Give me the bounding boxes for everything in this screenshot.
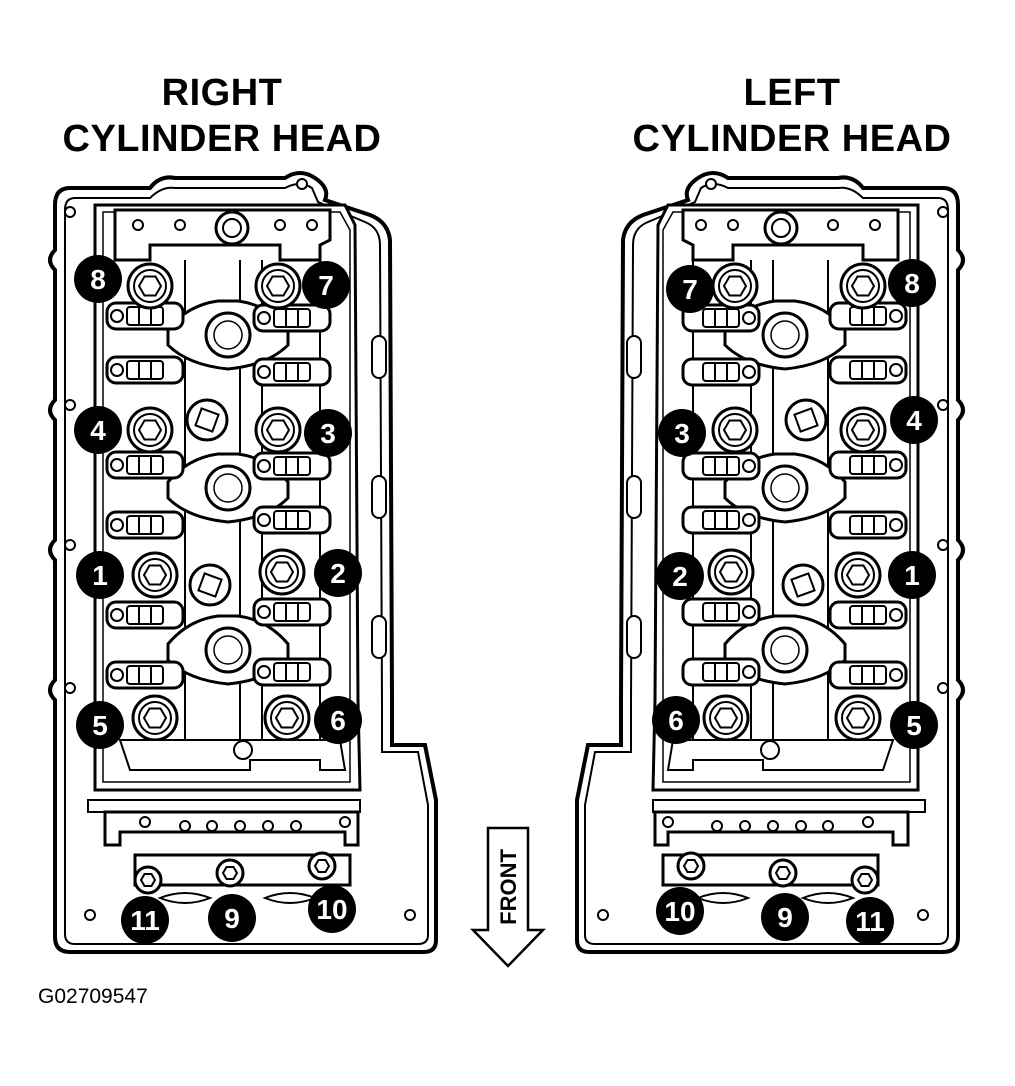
arrow-down-icon <box>470 826 546 968</box>
left-head-title-line1: LEFT <box>743 72 841 114</box>
left-head-title: LEFT CYLINDER HEAD <box>592 70 992 162</box>
bolt-number-badge: 7 <box>666 265 714 313</box>
bolt-number-badge: 10 <box>308 885 356 933</box>
bolt-number-badge: 8 <box>888 259 936 307</box>
svg-text:8: 8 <box>90 264 106 295</box>
right-head-title-line1: RIGHT <box>161 72 283 114</box>
bolt-number-badge: 3 <box>304 409 352 457</box>
bolt-number-badge: 1 <box>76 551 124 599</box>
bolt-number-badge: 5 <box>76 701 124 749</box>
bolt-number-badge: 2 <box>656 552 704 600</box>
svg-text:2: 2 <box>330 558 346 589</box>
svg-text:9: 9 <box>224 903 240 934</box>
svg-text:7: 7 <box>682 274 698 305</box>
svg-text:10: 10 <box>664 896 695 927</box>
svg-text:6: 6 <box>668 705 684 736</box>
svg-text:2: 2 <box>672 561 688 592</box>
bolt-number-badge: 11 <box>846 897 894 945</box>
bolt-number-badge: 6 <box>314 696 362 744</box>
bolt-number-badge: 3 <box>658 409 706 457</box>
svg-text:4: 4 <box>90 415 106 446</box>
bolt-number-badge: 1 <box>888 551 936 599</box>
svg-text:4: 4 <box>906 405 922 436</box>
right-head-title-line2: CYLINDER HEAD <box>62 118 382 160</box>
bolt-number-badge: 10 <box>656 887 704 935</box>
bolt-number-badge: 8 <box>74 255 122 303</box>
front-arrow: FRONT <box>470 826 546 968</box>
bolt-number-badge: 4 <box>74 406 122 454</box>
svg-text:11: 11 <box>130 905 160 936</box>
bolt-number-badge: 6 <box>652 696 700 744</box>
bolt-number-badge: 2 <box>314 549 362 597</box>
left-head-title-line2: CYLINDER HEAD <box>632 118 952 160</box>
bolt-number-badge: 5 <box>890 701 938 749</box>
svg-text:10: 10 <box>316 894 347 925</box>
right-head-bolt-sequence: 1 2 3 4 5 6 7 8 9 10 11 <box>74 255 362 944</box>
svg-text:3: 3 <box>320 418 336 449</box>
svg-text:9: 9 <box>777 902 793 933</box>
bolt-number-badge: 7 <box>302 261 350 309</box>
bolt-number-badge: 9 <box>761 893 809 941</box>
right-head-title: RIGHT CYLINDER HEAD <box>22 70 422 162</box>
front-arrow-label: FRONT <box>496 849 521 925</box>
svg-text:11: 11 <box>855 906 885 937</box>
svg-text:5: 5 <box>906 710 922 741</box>
svg-text:1: 1 <box>904 560 920 591</box>
svg-text:6: 6 <box>330 705 346 736</box>
svg-text:5: 5 <box>92 710 108 741</box>
svg-text:8: 8 <box>904 268 920 299</box>
svg-text:1: 1 <box>92 560 108 591</box>
bolt-number-badge: 11 <box>121 896 169 944</box>
left-head-bolt-sequence: 1 2 3 4 5 6 7 8 9 10 11 <box>652 259 938 945</box>
bolt-number-badge: 9 <box>208 894 256 942</box>
bolt-number-badge: 4 <box>890 396 938 444</box>
svg-text:7: 7 <box>318 270 334 301</box>
figure-code: G02709547 <box>38 985 148 1008</box>
svg-text:3: 3 <box>674 418 690 449</box>
